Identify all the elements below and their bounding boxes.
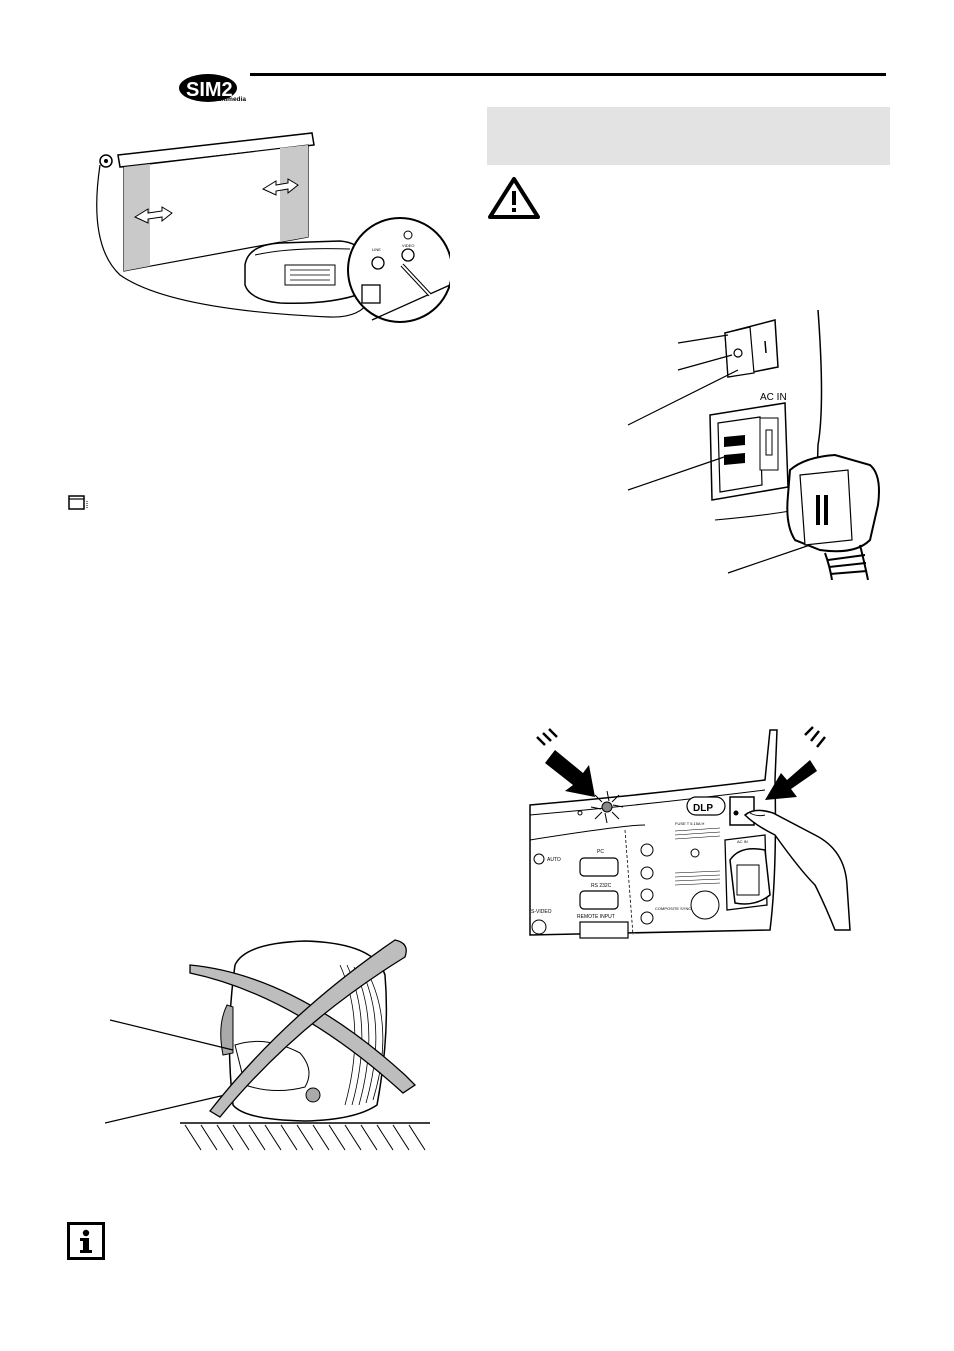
svg-text:COMPOSITE SYNC: COMPOSITE SYNC (655, 906, 691, 911)
section-heading-panel (487, 107, 890, 165)
brand-logo: SIM2 Multimedia (178, 70, 256, 104)
svg-text:AC IN: AC IN (737, 839, 748, 844)
warning-triangle-icon (488, 177, 540, 219)
arrow-down-left-icon (765, 726, 826, 800)
svg-text:SIM2: SIM2 (186, 79, 233, 101)
dlp-logo: DLP (693, 803, 713, 814)
sim2-logo-icon: SIM2 Multimedia (179, 74, 246, 103)
forbidden-position-figure (105, 939, 430, 1151)
svg-text:AUTO: AUTO (547, 857, 561, 863)
power-socket-figure: AC IN (627, 309, 880, 580)
svg-text:FUSE T 5.15A H: FUSE T 5.15A H (675, 821, 705, 826)
svg-text:S-VIDEO: S-VIDEO (531, 909, 552, 915)
led-indicator-icon (590, 790, 624, 824)
note-icon (68, 495, 88, 510)
svg-text:Multimedia: Multimedia (212, 96, 246, 103)
svg-text:REMOTE INPUT: REMOTE INPUT (577, 914, 615, 920)
svg-text:PC: PC (597, 849, 604, 855)
svg-text:VIDEO: VIDEO (402, 243, 414, 248)
screen-projector-figure: LINE VIDEO (96, 132, 450, 323)
svg-text:RS 232C: RS 232C (591, 883, 612, 889)
ac-in-label: AC IN (760, 392, 787, 403)
rear-panel-figure: DLP FUSE T 5.15A H AC IN PC RS 232C REMO… (529, 726, 851, 939)
info-icon (67, 1222, 105, 1260)
arrow-down-right-icon (536, 728, 595, 797)
svg-text:LINE: LINE (372, 247, 381, 252)
arrow-left-right-icon (133, 178, 299, 224)
header-rule (250, 73, 886, 76)
